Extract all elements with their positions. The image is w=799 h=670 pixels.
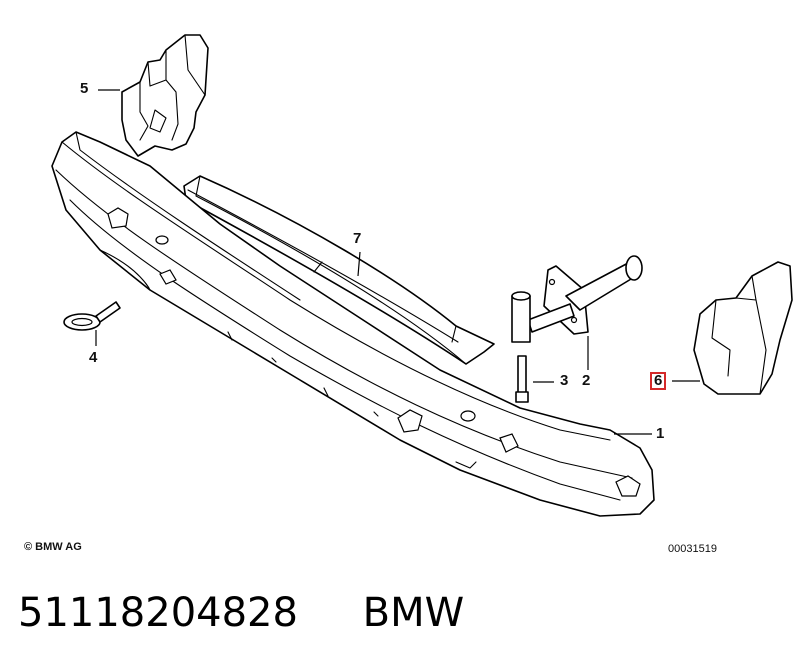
callout-6-highlighted[interactable]: 6: [650, 372, 667, 390]
part-4-towing-eye[interactable]: [63, 301, 121, 331]
part-2-mounting-bracket[interactable]: [511, 255, 643, 343]
part-title: 51118204828 BMW: [18, 585, 798, 645]
exploded-parts-diagram: [51, 34, 793, 517]
part-3-bolt[interactable]: [515, 355, 529, 403]
callout-1[interactable]: 1: [656, 425, 665, 442]
leader-lines: [95, 89, 700, 435]
part-number: 51118204828: [18, 590, 298, 636]
callout-5[interactable]: 5: [80, 80, 89, 97]
part-6-side-absorber[interactable]: [693, 261, 793, 395]
copyright-notice: © BMW AG: [24, 541, 82, 553]
callout-7[interactable]: 7: [353, 230, 362, 247]
part-7-absorber-strip[interactable]: [183, 175, 495, 365]
part-5-bracket[interactable]: [121, 34, 209, 157]
brand-name: BMW: [362, 590, 465, 636]
part-1-bumper-carrier[interactable]: [51, 131, 655, 517]
callout-4[interactable]: 4: [89, 349, 98, 366]
callout-3[interactable]: 3: [560, 372, 569, 389]
callout-2[interactable]: 2: [582, 372, 591, 389]
diagram-code: 00031519: [668, 543, 717, 555]
